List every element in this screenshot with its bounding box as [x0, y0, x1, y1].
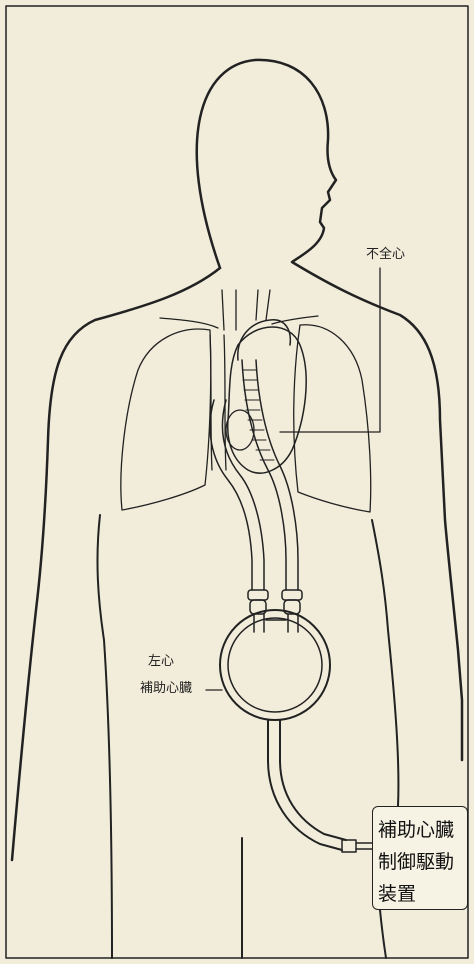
left-arm-inner [97, 515, 112, 958]
heart-pointer [280, 268, 380, 432]
label-lvad-line2: 補助心臓 [140, 682, 192, 695]
inflow-cannula [210, 400, 264, 590]
right-arm-inner [372, 520, 398, 806]
driveline-connector [342, 840, 372, 852]
driveline [268, 720, 346, 850]
outflow-graft [242, 360, 298, 590]
left-lung [121, 329, 211, 510]
body-outline-left [12, 268, 220, 860]
label-lvad-line1: 左心 [148, 655, 174, 668]
right-lung [294, 325, 371, 512]
controller-box: 補助心臓 制御駆動 装置 [372, 806, 468, 910]
label-failing-heart: 不全心 [366, 248, 405, 261]
controller-label-line1: 補助心臓 [378, 815, 454, 842]
right-hip-line [380, 910, 386, 958]
aortic-arch [238, 320, 291, 360]
pump-ring-outer [220, 610, 330, 720]
pump-ring-inner [228, 618, 322, 712]
controller-label-line3: 装置 [378, 879, 416, 906]
controller-label-line2: 制御駆動 [378, 847, 454, 874]
